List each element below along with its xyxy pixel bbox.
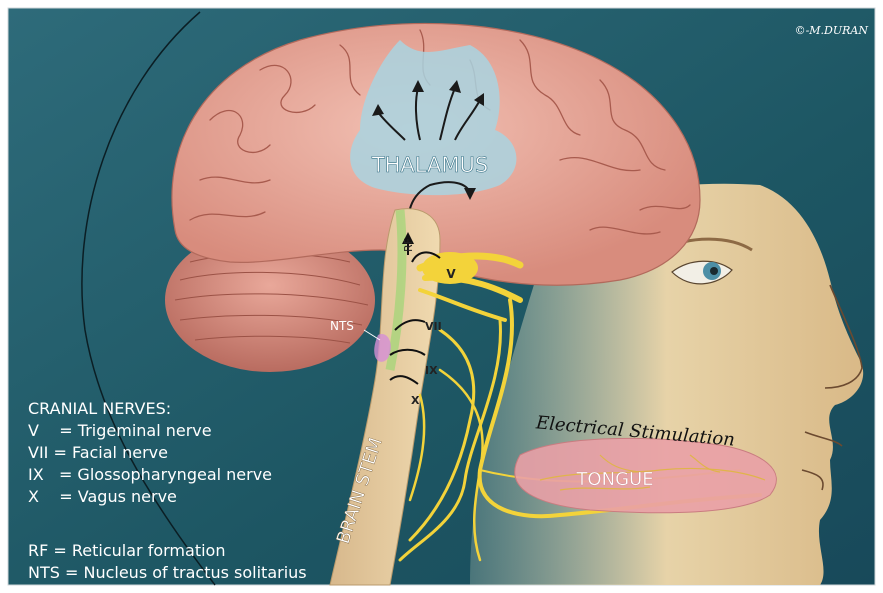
label-nts: NTS	[330, 319, 354, 333]
thalamus-label: THALAMUS	[371, 153, 488, 177]
label-vii: VII	[425, 320, 442, 333]
tongue-label: TONGUE	[575, 469, 653, 490]
label-rf: RF	[402, 238, 415, 252]
pupil	[710, 267, 718, 275]
legend-item: VII = Facial nerve	[28, 443, 168, 462]
legend-item: X = Vagus nerve	[28, 487, 177, 506]
legend-item: IX = Glossopharyngeal nerve	[28, 465, 272, 484]
label-x: X	[411, 394, 420, 407]
legend-abbrev: NTS = Nucleus of tractus solitarius	[28, 563, 307, 582]
label-ix: IX	[425, 364, 438, 377]
copyright-signature: ©-M.DURAN	[795, 24, 869, 37]
label-v: V	[446, 267, 456, 281]
legend-abbrev: RF = Reticular formation	[28, 541, 225, 560]
legend-heading: CRANIAL NERVES:	[28, 399, 171, 418]
legend-item: V = Trigeminal nerve	[28, 421, 212, 440]
